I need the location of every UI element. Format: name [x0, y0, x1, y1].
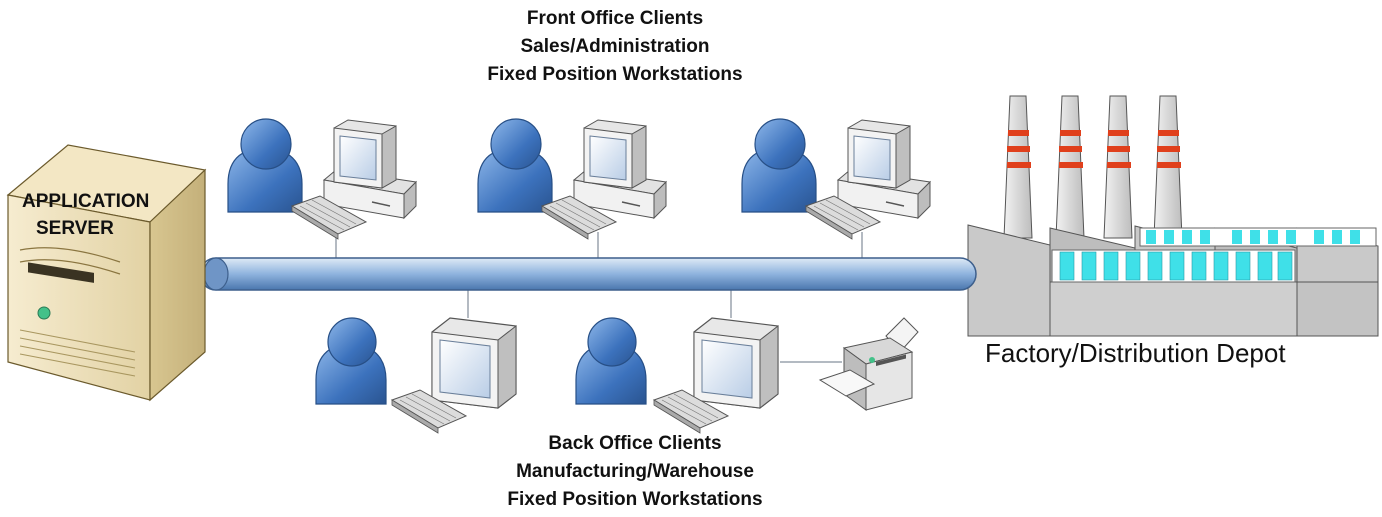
monitor-icon [431, 317, 517, 410]
user-icon [227, 118, 303, 213]
server-label: APPLICATION SERVER [22, 188, 197, 242]
keyboard-icon [804, 195, 882, 240]
back-office-subtitle: Manufacturing/Warehouse [516, 461, 754, 482]
desktop-computer-icon [322, 119, 418, 220]
factory-icon [967, 95, 1379, 337]
factory-label: Factory/Distribution Depot [985, 338, 1286, 368]
factory-windows [1051, 227, 1377, 283]
desktop-computer-icon [836, 119, 932, 220]
user-icon [477, 118, 553, 213]
server-label-line1: APPLICATION [22, 191, 150, 212]
server-icon [6, 144, 207, 402]
desktop-computer-icon [572, 119, 668, 220]
printer-icon [818, 317, 919, 411]
keyboard-icon [652, 389, 730, 434]
front-office-workstations [227, 118, 932, 240]
user-icon [741, 118, 817, 213]
front-office-subtitle: Sales/Administration [520, 36, 710, 57]
bus-drop-lines [335, 232, 863, 363]
front-office-title: Front Office Clients [526, 8, 704, 29]
user-icon [575, 317, 647, 405]
workstation [227, 118, 418, 240]
keyboard-icon [540, 195, 618, 240]
smokestacks [1003, 95, 1183, 239]
back-office-type: Fixed Position Workstations [507, 489, 763, 510]
workstation [741, 118, 932, 240]
network-bus [199, 257, 977, 291]
monitor-icon [693, 317, 779, 410]
workstation [477, 118, 668, 240]
front-office-label: Front Office Clients Sales/Administratio… [400, 5, 830, 89]
back-office-label: Back Office Clients Manufacturing/Wareho… [420, 430, 850, 514]
keyboard-icon [290, 195, 368, 240]
front-office-type: Fixed Position Workstations [487, 64, 743, 85]
server-label-line2: SERVER [36, 218, 114, 239]
keyboard-icon [390, 389, 468, 434]
back-office-workstations [315, 317, 919, 434]
back-office-title: Back Office Clients [548, 433, 722, 454]
user-icon [315, 317, 387, 405]
